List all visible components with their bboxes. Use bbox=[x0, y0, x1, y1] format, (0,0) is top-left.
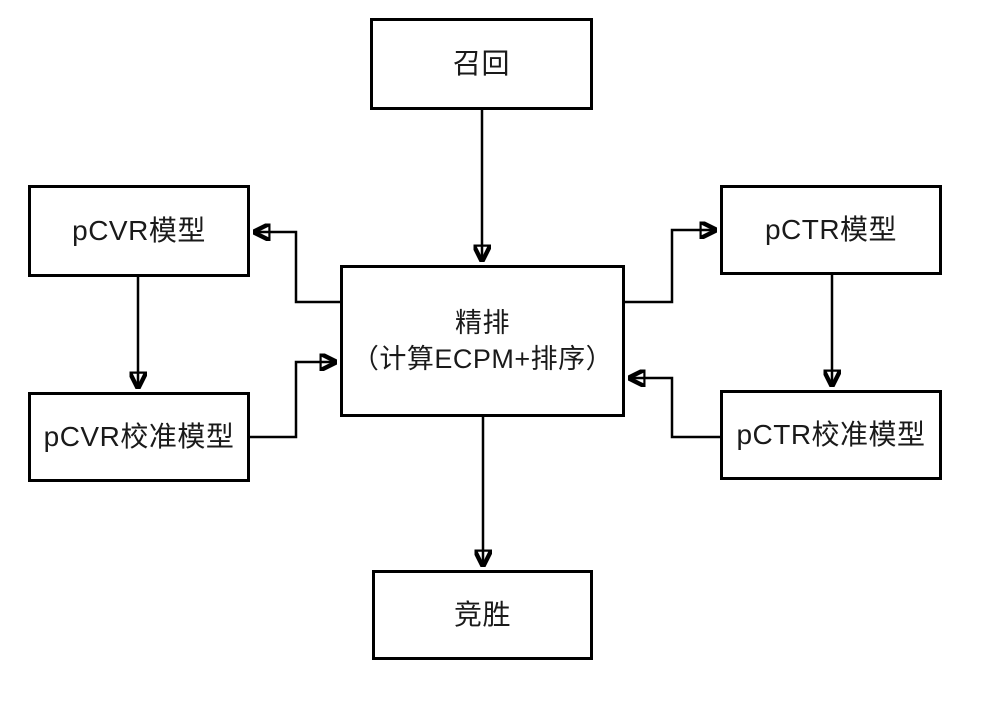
edge-pctr-calib-to-ranking bbox=[628, 378, 720, 439]
node-ranking-label-line1: 精排 bbox=[455, 307, 510, 338]
node-pctr-calib: pCTR校准模型 bbox=[720, 390, 942, 480]
node-pctr-model-label: pCTR模型 bbox=[764, 214, 898, 246]
edge-ranking-to-pctr-model bbox=[625, 230, 717, 304]
edge-pcvr-calib-to-ranking bbox=[250, 362, 337, 439]
node-pctr-calib-label: pCTR校准模型 bbox=[736, 419, 926, 451]
node-ranking: 精排 （计算ECPM+排序） bbox=[340, 265, 625, 417]
node-win-label: 竞胜 bbox=[453, 599, 511, 631]
node-pcvr-model: pCVR模型 bbox=[28, 185, 250, 277]
edge-ranking-to-pcvr-model bbox=[253, 232, 340, 304]
node-ranking-label-line2: （计算ECPM+排序） bbox=[351, 344, 614, 374]
node-pcvr-calib-label: pCVR校准模型 bbox=[43, 421, 235, 453]
node-pcvr-model-label: pCVR模型 bbox=[72, 215, 206, 247]
node-recall: 召回 bbox=[370, 18, 593, 110]
node-pcvr-calib: pCVR校准模型 bbox=[28, 392, 250, 482]
node-recall-label: 召回 bbox=[452, 48, 510, 80]
node-pctr-model: pCTR模型 bbox=[720, 185, 942, 275]
node-win: 竞胜 bbox=[372, 570, 593, 660]
